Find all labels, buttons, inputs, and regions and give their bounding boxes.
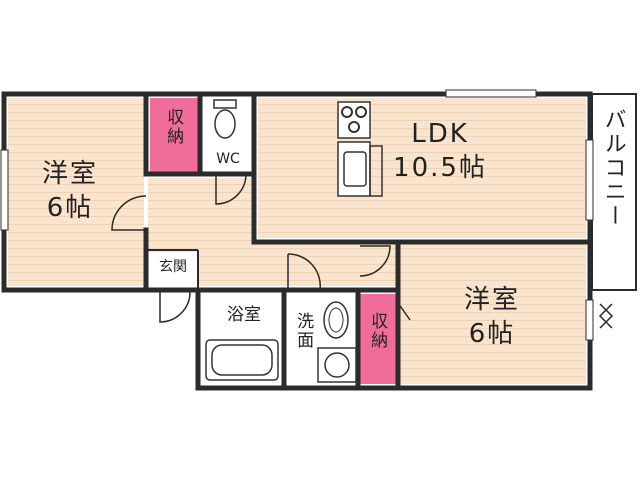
washbasin-icon (323, 301, 349, 339)
window-ldk-top (445, 89, 537, 98)
storage-bottom-label: 収納 (367, 312, 388, 350)
storage-top-label: 収納 (163, 108, 184, 146)
storage-top (150, 98, 198, 172)
ldk-size: 10.5帖 (393, 152, 487, 183)
window-right-room (585, 299, 594, 341)
floor-ldk (258, 98, 586, 238)
ldk-name: LDK (411, 119, 469, 149)
sink-icon (337, 141, 371, 197)
western-right-size: 6帖 (468, 318, 516, 349)
wc-label: WC (216, 151, 240, 167)
bath-label: 浴室 (227, 305, 261, 325)
western-left-size: 6帖 (46, 192, 94, 223)
washing-machine-icon (317, 347, 357, 383)
western-right-label: 洋室 6帖 (450, 284, 534, 352)
balcony (591, 93, 637, 291)
bathtub-icon (205, 339, 279, 381)
toilet-icon (213, 99, 237, 139)
storage-bottom (360, 294, 396, 384)
floor-western-left (8, 98, 144, 286)
window-ldk-right (585, 139, 594, 221)
stove-icon (337, 101, 371, 139)
kitchen-counter-edge (369, 145, 383, 197)
washroom-label: 洗面 (293, 312, 314, 350)
western-right-name: 洋室 (463, 285, 520, 315)
floor-hallway-b (200, 240, 396, 286)
entrance-label: 玄関 (159, 259, 187, 275)
floor-entrance (148, 252, 198, 286)
western-left-label: 洋室 6帖 (28, 158, 112, 226)
ldk-label: LDK 10.5帖 (380, 118, 500, 186)
balcony-label: バルコニー (600, 108, 626, 228)
floor-western-right (400, 244, 586, 384)
window-left (0, 149, 9, 231)
western-left-name: 洋室 (41, 159, 98, 189)
